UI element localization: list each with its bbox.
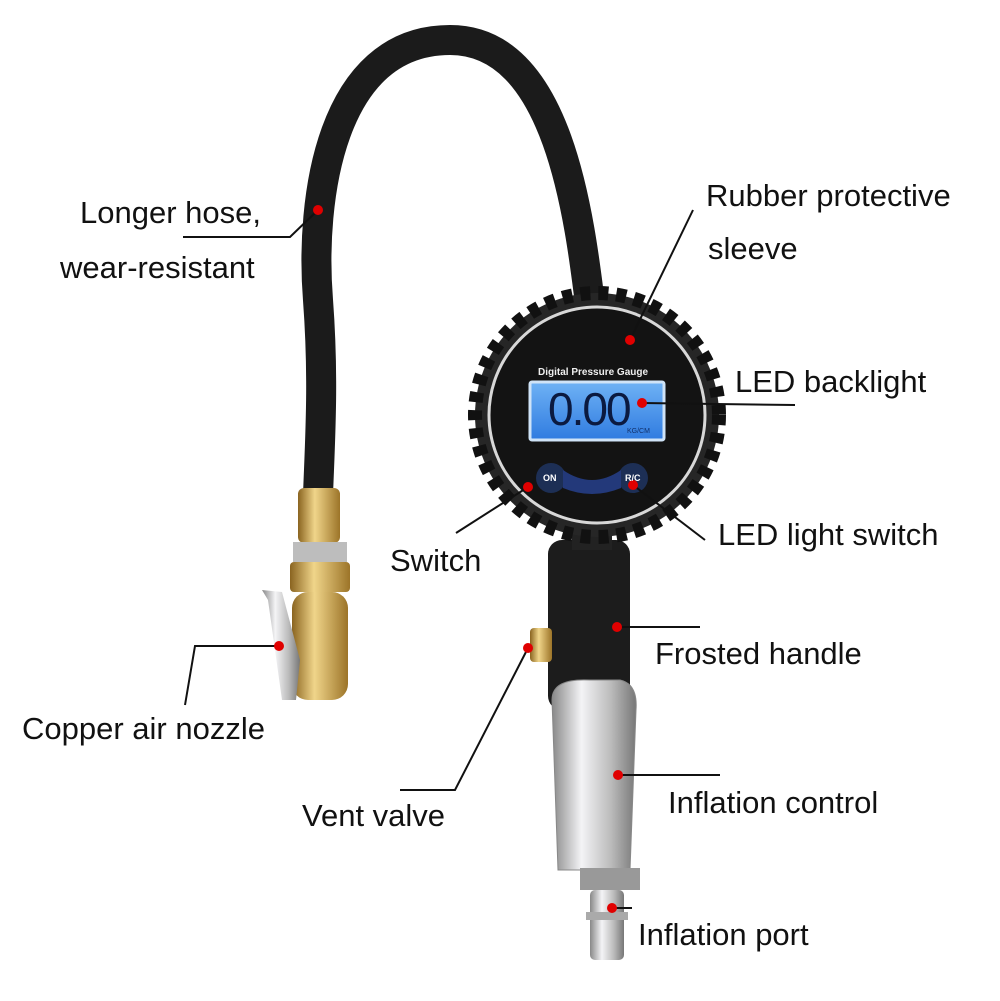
inflation-control-lever xyxy=(551,679,637,871)
copper-air-nozzle xyxy=(262,488,350,700)
label-port: Inflation port xyxy=(638,917,809,952)
label-sleeve-2: sleeve xyxy=(708,231,798,266)
on-button xyxy=(536,463,566,493)
unit-label: KG/CM xyxy=(627,428,650,435)
vent-valve xyxy=(530,628,552,662)
lcd-screen xyxy=(528,380,666,442)
on-button-label: ON xyxy=(543,473,557,483)
callout-lines xyxy=(183,209,796,909)
frosted-handle xyxy=(548,540,630,710)
inflation-port xyxy=(580,868,640,960)
unit-button xyxy=(618,463,648,493)
gauge-title: Digital Pressure Gauge xyxy=(538,367,649,378)
label-hose-2: wear-resistant xyxy=(60,250,255,285)
unit-button-label: R/C xyxy=(625,473,641,483)
pressure-reading: 0.00 xyxy=(548,383,632,435)
label-light-switch: LED light switch xyxy=(718,517,939,552)
label-handle: Frosted handle xyxy=(655,636,862,671)
label-switch: Switch xyxy=(390,543,482,578)
label-sleeve-1: Rubber protective xyxy=(706,178,951,213)
label-vent: Vent valve xyxy=(302,798,446,833)
label-control: Inflation control xyxy=(668,785,879,820)
marker-dots xyxy=(274,205,647,913)
label-backlight: LED backlight xyxy=(735,364,927,399)
label-nozzle: Copper air nozzle xyxy=(22,711,265,746)
label-hose-1: Longer hose, xyxy=(80,195,261,230)
hose xyxy=(301,24,607,510)
